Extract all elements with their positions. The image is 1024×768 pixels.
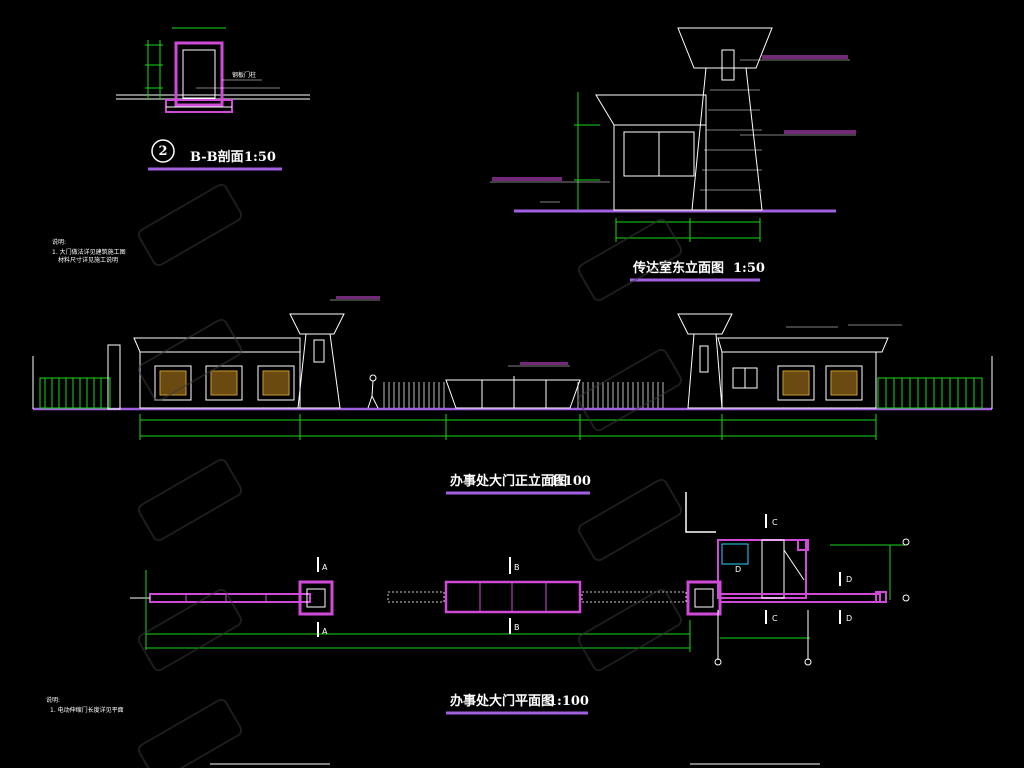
bb-section-number: 2 xyxy=(158,144,167,159)
notes-bottom-line1: 1. 电动伸缩门长度详见平面 xyxy=(50,706,124,714)
section-mark-c-top: C xyxy=(772,518,778,527)
section-mark-b-top: B xyxy=(514,563,520,572)
section-mark-a-top: A xyxy=(322,563,328,572)
notes-top-line1: 1. 大门做法详见建筑施工图 xyxy=(52,248,126,256)
gate-front-title: 办事处大门正立面图 xyxy=(450,473,567,489)
notes-bottom-heading: 说明: xyxy=(46,696,60,704)
gate-front-scale: 1:100 xyxy=(550,474,591,489)
notes-top-line2: 材料尺寸详见施工说明 xyxy=(58,256,118,264)
section-mark-c-bottom: C xyxy=(772,614,778,623)
notes-top-heading: 说明: xyxy=(52,238,66,246)
guardhouse-scale: 1:50 xyxy=(733,261,765,276)
section-mark-d-bottom: D xyxy=(846,614,852,623)
notes-top: 说明: 1. 大门做法详见建筑施工图 材料尺寸详见施工说明 xyxy=(52,238,126,264)
gate-front-elevation-drawing: 办事处大门正立面图 1:100 xyxy=(32,296,993,495)
gate-plan-drawing: D A A B B C C D D 办事处大门平面图 1:100 xyxy=(130,492,910,715)
watermark xyxy=(137,183,683,768)
svg-text:钢板门柱: 钢板门柱 xyxy=(232,71,256,79)
notes-bottom: 说明: 1. 电动伸缩门长度详见平面 xyxy=(46,696,124,714)
guardhouse-elevation-drawing: 传达室东立面图 1:50 xyxy=(490,27,856,282)
bb-section-scale: 1:50 xyxy=(244,150,276,165)
section-mark-a-bottom: A xyxy=(322,627,328,636)
bb-section-drawing: 钢板门柱 2 B-B剖面 1:50 xyxy=(116,27,310,171)
section-mark-d-top: D xyxy=(846,575,852,584)
gate-plan-title: 办事处大门平面图 xyxy=(450,693,554,709)
plan-door-mark: D xyxy=(735,565,741,574)
gate-plan-scale: 1:100 xyxy=(548,694,589,709)
bb-section-title: B-B剖面 xyxy=(190,149,244,165)
section-mark-b-bottom: B xyxy=(514,623,520,632)
guardhouse-title: 传达室东立面图 xyxy=(632,260,724,276)
